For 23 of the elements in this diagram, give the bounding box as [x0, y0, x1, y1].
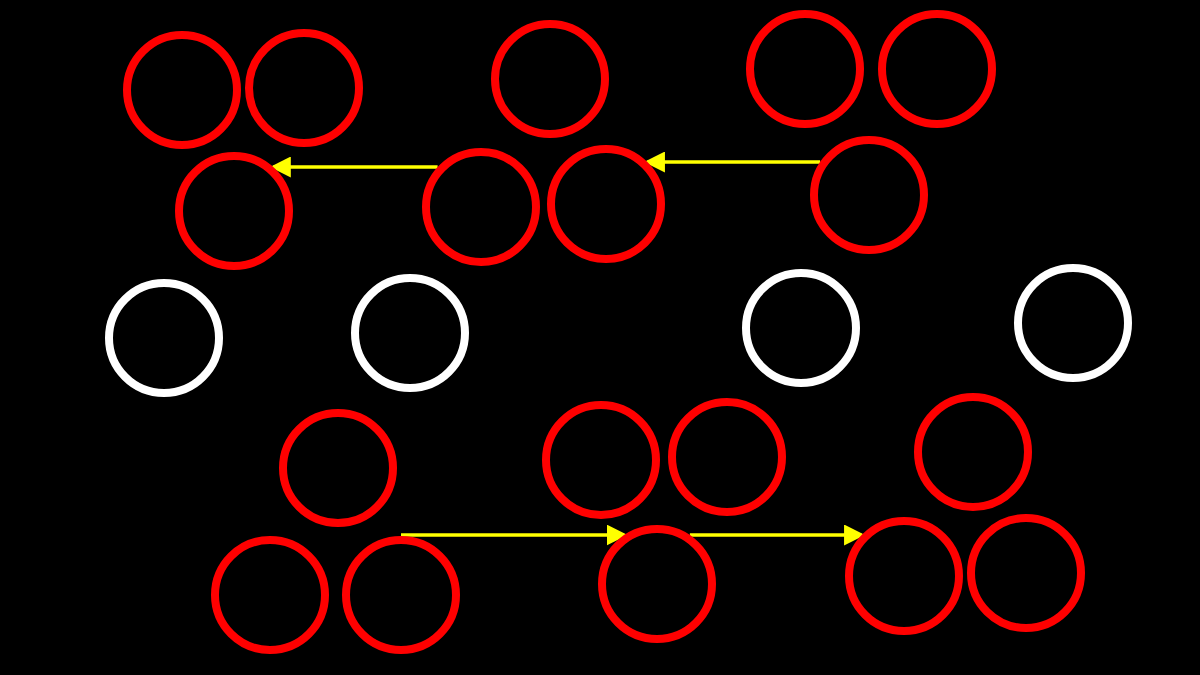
circle [279, 409, 397, 527]
circle [211, 536, 329, 654]
circle [123, 31, 241, 149]
circle [547, 145, 665, 263]
circle [914, 393, 1032, 511]
circle [351, 274, 469, 392]
circle [422, 148, 540, 266]
circle [598, 525, 716, 643]
arrow [401, 524, 628, 546]
circle [105, 279, 223, 397]
circle [810, 136, 928, 254]
circle [491, 20, 609, 138]
circle [542, 401, 660, 519]
circle [967, 514, 1085, 632]
circle [668, 398, 786, 516]
circle [1014, 264, 1132, 382]
circle [175, 152, 293, 270]
circle [878, 10, 996, 128]
circle [742, 269, 860, 387]
circle [245, 29, 363, 147]
circle [746, 10, 864, 128]
circle [342, 536, 460, 654]
circle [845, 517, 963, 635]
